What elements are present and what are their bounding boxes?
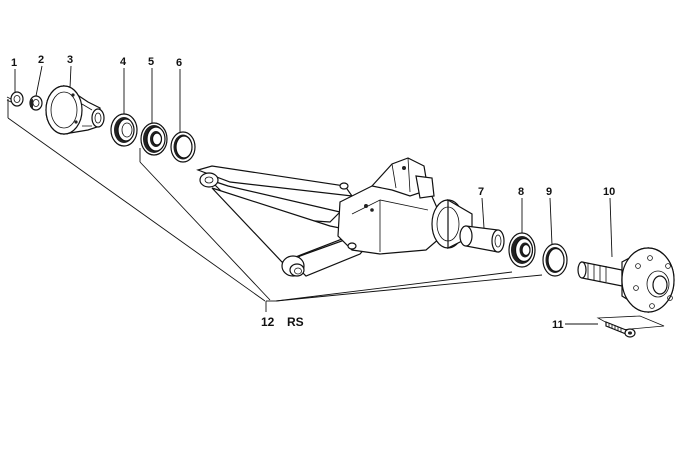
- callout-12: 12: [261, 315, 275, 329]
- part-4-seal-ring: [110, 113, 138, 147]
- part-1-nut: [6, 91, 24, 107]
- callout-11: 11: [552, 319, 564, 331]
- callout-8: 8: [518, 186, 524, 198]
- callout-5: 5: [148, 56, 154, 68]
- part-5-bearing: [140, 122, 168, 156]
- leader-lines: [14, 65, 613, 325]
- part-9-bearing-cup: [542, 243, 568, 277]
- part-3-flange-hub: [45, 84, 105, 135]
- trailing-arm-body: [196, 157, 473, 277]
- callout-7: 7: [478, 186, 484, 198]
- callout-10: 10: [603, 186, 615, 198]
- part-6-bearing-cup: [170, 131, 196, 163]
- callout-1: 1: [11, 57, 17, 69]
- callout-9: 9: [546, 186, 552, 198]
- part-2-bushing: [29, 95, 43, 111]
- callout-4: 4: [120, 56, 127, 68]
- callout-rs: RS: [287, 315, 304, 329]
- part-10-drive-flange: [577, 246, 675, 314]
- part-8-bearing: [508, 232, 536, 268]
- part-11-bolt: [596, 315, 665, 338]
- part-7-spindle-tube: [459, 225, 505, 253]
- group-leader-12: [7, 99, 543, 312]
- callout-2: 2: [38, 54, 44, 66]
- callout-3: 3: [67, 54, 73, 66]
- callout-6: 6: [176, 57, 182, 69]
